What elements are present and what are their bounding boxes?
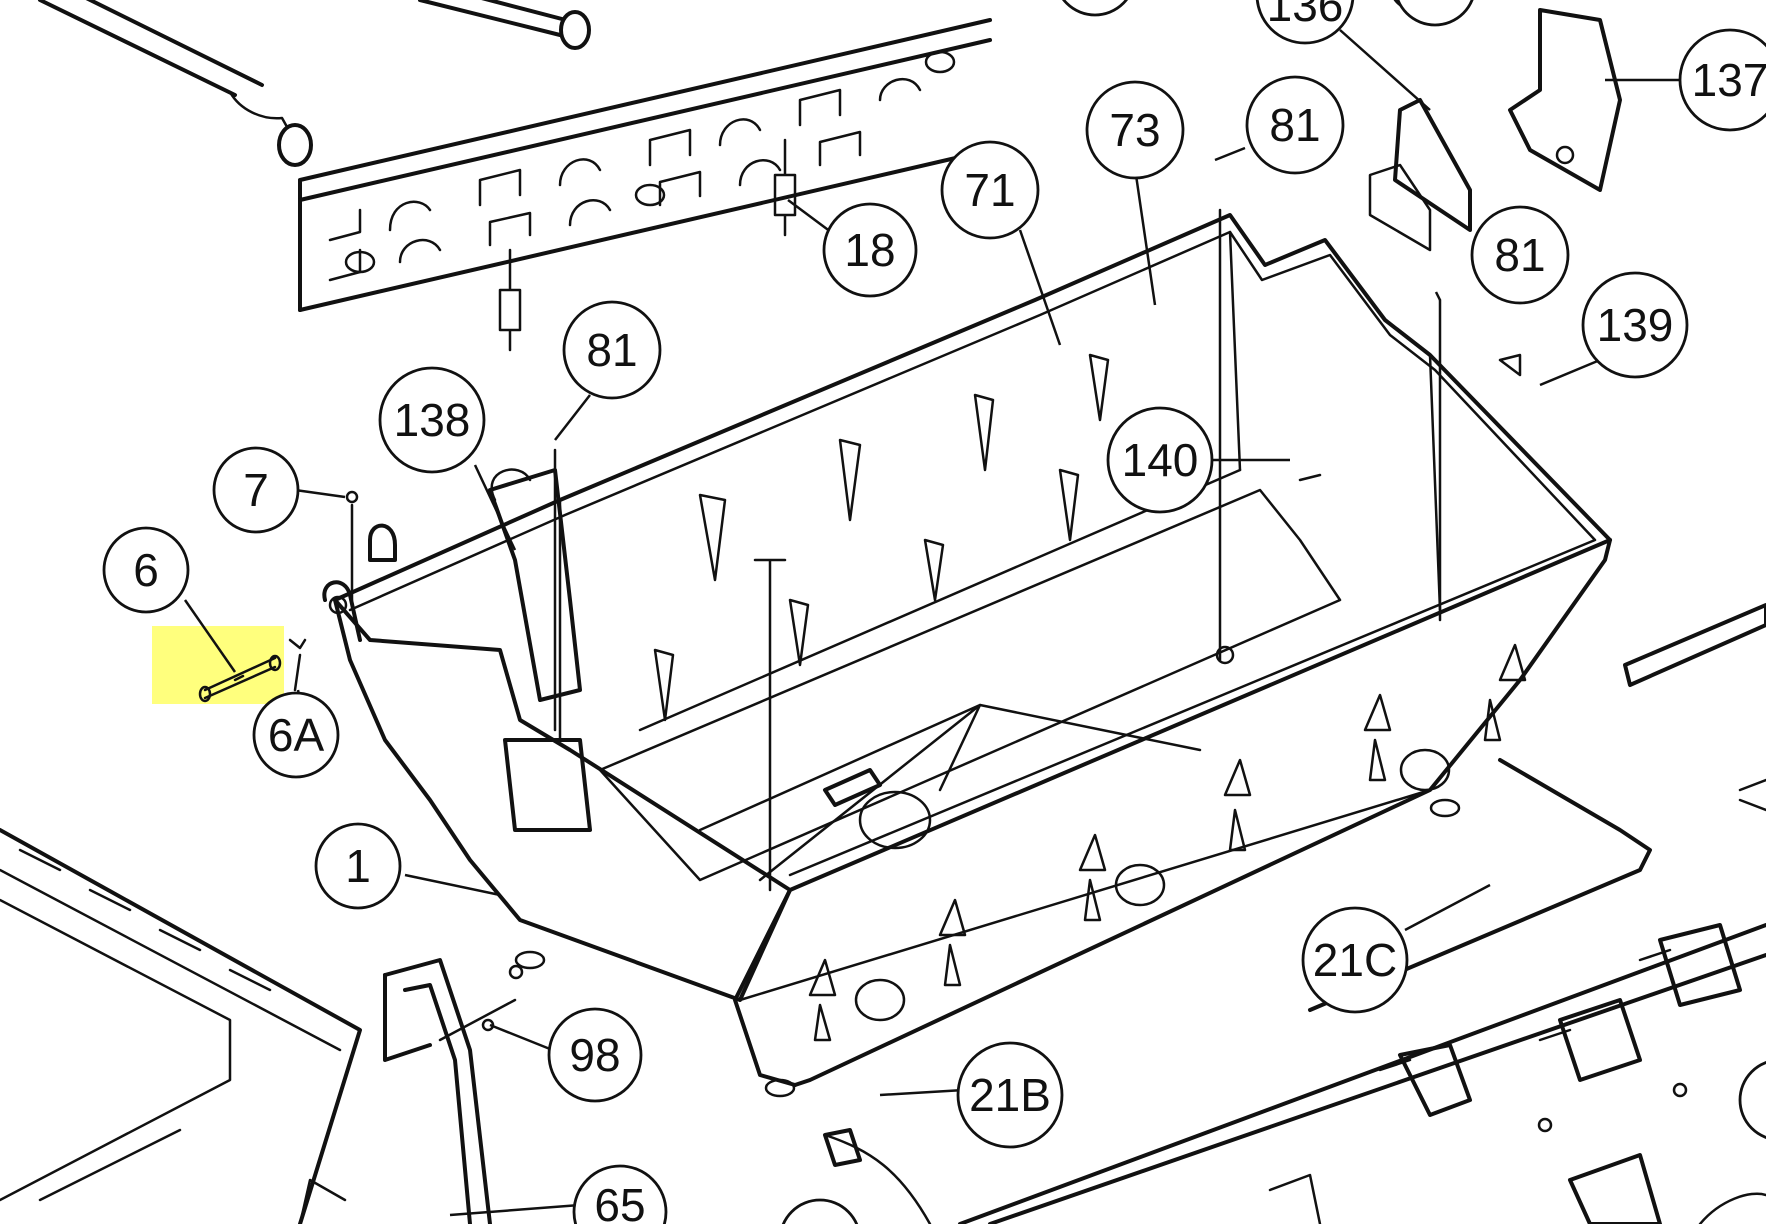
grill-side-panel [0,828,362,1224]
firebox [333,213,1612,1098]
callout-137: 137 [1678,28,1766,132]
right-side-rails [1308,603,1766,1012]
svg-text:81: 81 [1494,229,1545,281]
burner-bracket [298,18,992,312]
callout-65: 65 [572,1164,668,1224]
svg-text:81: 81 [586,324,637,376]
svg-text:138: 138 [394,394,471,446]
callout-136: 136 [1255,0,1355,45]
callout-139: 139 [1581,271,1689,379]
svg-text:7: 7 [243,464,269,516]
callout-21C: 21C [1301,906,1409,1014]
leader-lines [183,29,1680,1217]
callout-140: 140 [1106,406,1214,514]
callout-18: 18 [822,202,918,298]
hinge-assembly [288,490,397,692]
svg-text:98: 98 [569,1029,620,1081]
screws-and-rods [553,208,1522,892]
igniter-electrodes [498,138,797,352]
svg-text:73: 73 [1109,104,1160,156]
hinge-pin-part-6 [198,654,282,703]
svg-text:140: 140 [1122,434,1199,486]
svg-text:137: 137 [1692,54,1766,106]
callout-71: 71 [940,140,1040,240]
svg-text:81: 81 [1269,99,1320,151]
svg-text:6A: 6A [268,709,325,761]
callout-81-left: 81 [562,300,662,400]
callout-6: 6 [102,526,190,614]
callout-73: 73 [1085,80,1185,180]
gas-manifold [823,923,1766,1224]
svg-text:21C: 21C [1313,934,1397,986]
callout-98: 98 [547,1007,643,1103]
callout-1: 1 [314,822,402,910]
svg-text:6: 6 [133,544,159,596]
callout-6A: 6A [252,691,340,779]
callout-81-right: 81 [1470,205,1570,305]
svg-text:136: 136 [1267,0,1344,31]
svg-text:21B: 21B [969,1069,1051,1121]
svg-text:1: 1 [345,840,371,892]
callouts: 136 137 18 73 81 71 81 139 [102,0,1766,1224]
leg-frame [383,958,524,1224]
svg-text:18: 18 [844,224,895,276]
callout-138: 138 [378,366,486,474]
partial-callouts [781,0,1766,1224]
svg-text:71: 71 [964,164,1015,216]
burner-tubes [38,0,591,167]
callout-81-top: 81 [1245,75,1345,175]
callout-7: 7 [212,446,300,534]
svg-text:139: 139 [1597,299,1674,351]
svg-text:65: 65 [594,1179,645,1224]
callout-21B: 21B [956,1041,1064,1149]
